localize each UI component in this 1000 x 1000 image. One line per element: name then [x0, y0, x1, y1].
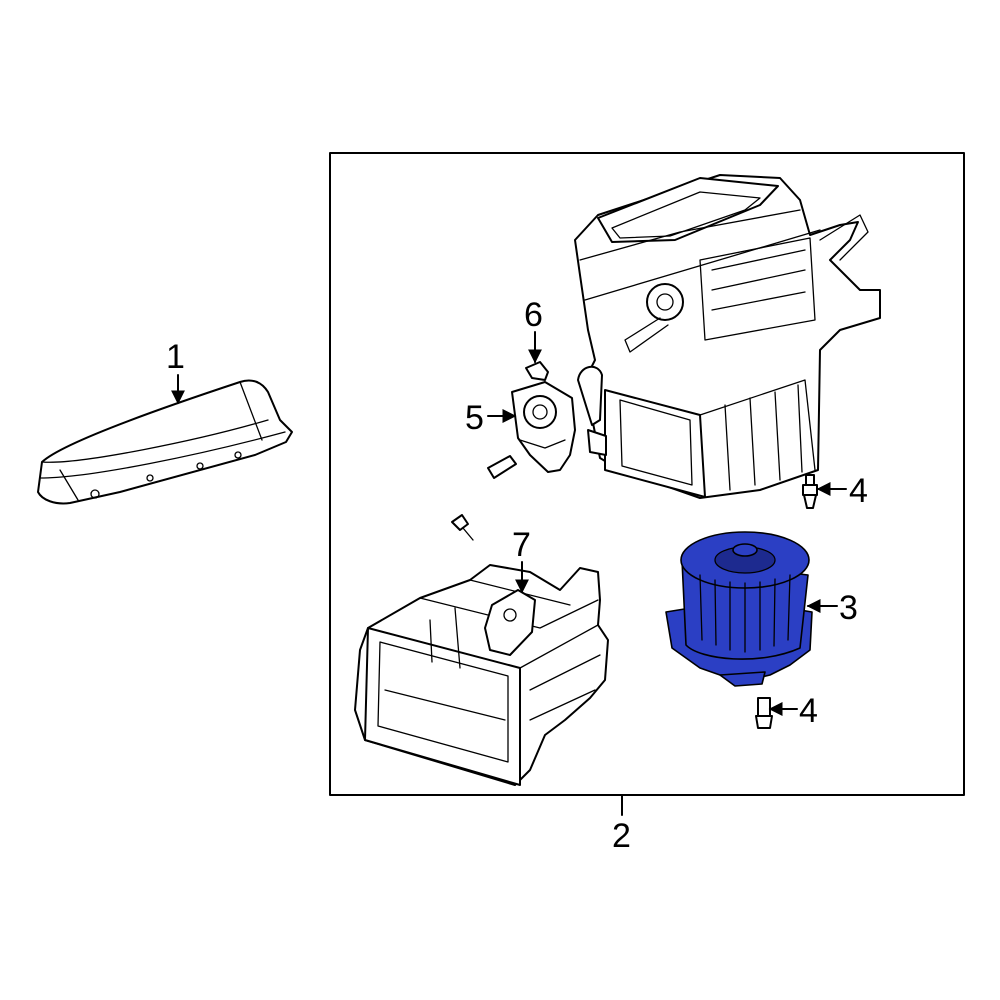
callout-4-upper: 4	[849, 472, 868, 510]
screw-lower-case[interactable]	[451, 514, 474, 541]
part-4-screw-lower[interactable]	[755, 697, 773, 729]
part-2-lower-case[interactable]	[354, 564, 609, 786]
part-6-clip[interactable]	[525, 361, 549, 381]
assembly-frame	[329, 152, 965, 796]
part-4-screw-upper[interactable]	[802, 474, 818, 509]
callout-1: 1	[166, 338, 185, 376]
part-1-duct-cover[interactable]	[37, 379, 293, 505]
callout-6: 6	[524, 296, 543, 334]
part-3-blower-motor[interactable]	[665, 531, 813, 687]
callout-7: 7	[512, 526, 531, 564]
callout-3: 3	[839, 589, 858, 627]
callout-4-lower: 4	[799, 692, 818, 730]
callout-2: 2	[612, 817, 631, 855]
part-5-actuator[interactable]	[487, 381, 576, 479]
part-2-upper-case[interactable]	[574, 174, 881, 499]
callout-5: 5	[465, 399, 484, 437]
